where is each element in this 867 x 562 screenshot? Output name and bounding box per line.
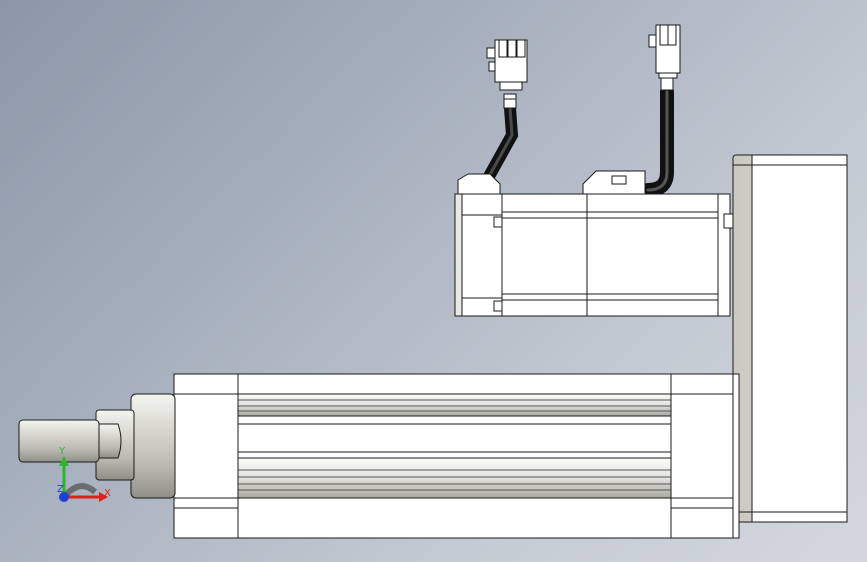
encoder-cable[interactable] xyxy=(481,93,519,186)
actuator-profile[interactable] xyxy=(173,373,740,539)
x-axis-label: X xyxy=(104,488,111,499)
coordinate-triad: X Y Z xyxy=(57,446,111,502)
piston-rod-assembly[interactable] xyxy=(18,393,176,499)
y-axis-label: Y xyxy=(58,446,66,457)
encoder-connector[interactable] xyxy=(486,39,528,91)
power-cable[interactable] xyxy=(641,75,674,197)
power-connector[interactable] xyxy=(648,24,681,79)
z-axis-label: Z xyxy=(57,484,64,495)
belt-housing[interactable] xyxy=(732,154,848,523)
servo-motor[interactable] xyxy=(454,170,735,317)
z-axis-marker xyxy=(59,492,69,502)
